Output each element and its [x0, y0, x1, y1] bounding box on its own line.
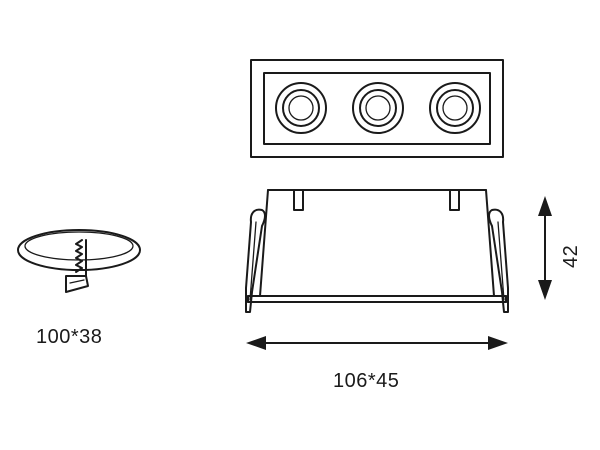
height-dimension-arrow — [538, 196, 552, 300]
width-dimension-arrow — [246, 336, 508, 350]
cutout-dimension-label: 100*38 — [36, 326, 103, 348]
fixture-side-view — [245, 189, 509, 313]
saw-cutout-icon — [17, 229, 141, 293]
height-dimension-label: 42 — [560, 244, 582, 268]
width-dimension-label: 106*45 — [333, 370, 400, 392]
spotlight-lens-icon — [429, 82, 481, 134]
spotlight-lens-icon — [352, 82, 404, 134]
fixture-top-view — [250, 59, 504, 158]
spotlight-lens-icon — [275, 82, 327, 134]
